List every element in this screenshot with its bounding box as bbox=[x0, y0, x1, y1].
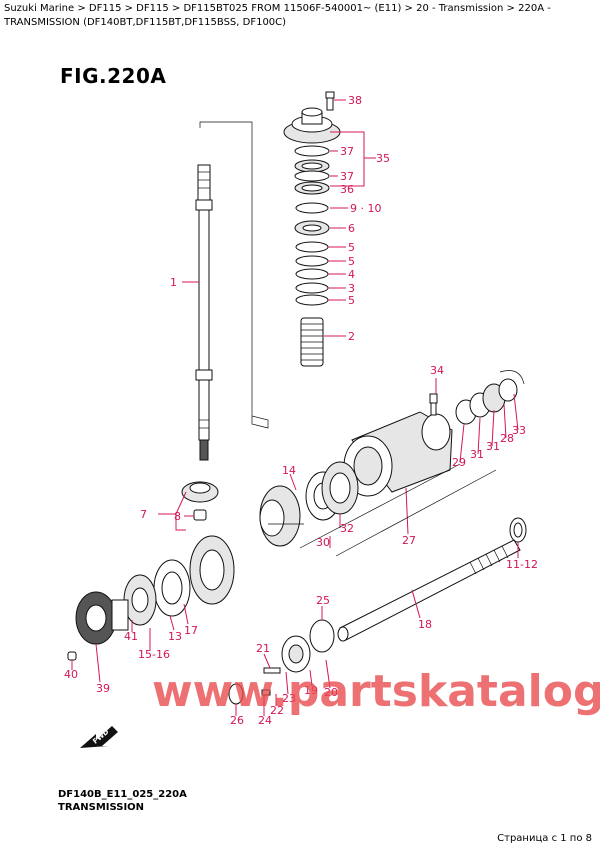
callout-9-10[interactable]: 9 · 10 bbox=[350, 202, 382, 215]
bearing-housing[interactable] bbox=[283, 107, 341, 144]
callout-1[interactable]: 1 bbox=[170, 276, 177, 289]
callout-38[interactable]: 38 bbox=[348, 94, 362, 107]
part-numbers: 38 35 37 37 36 9 · 10 6 5 5 4 3 5 2 1 34… bbox=[64, 94, 538, 727]
callout-18[interactable]: 18 bbox=[418, 618, 432, 631]
drawing-code-number: DF140B_E11_025_220A bbox=[58, 789, 187, 800]
callout-26[interactable]: 26 bbox=[230, 714, 244, 727]
nut-8[interactable] bbox=[193, 509, 207, 521]
callout-36[interactable]: 36 bbox=[340, 183, 354, 196]
callout-7[interactable]: 7 bbox=[140, 508, 147, 521]
callout-35[interactable]: 35 bbox=[376, 152, 390, 165]
fwd-arrow-icon: FWD bbox=[80, 726, 118, 748]
callout-40[interactable]: 40 bbox=[64, 668, 78, 681]
callout-5[interactable]: 5 bbox=[348, 294, 355, 307]
forward-gear-14[interactable] bbox=[259, 485, 301, 547]
callout-25[interactable]: 25 bbox=[316, 594, 330, 607]
callout-leaders bbox=[71, 99, 519, 716]
callout-23[interactable]: 23 bbox=[282, 692, 296, 705]
callout-31[interactable]: 31 bbox=[470, 448, 484, 461]
clutch-21[interactable] bbox=[281, 635, 311, 673]
callout-39[interactable]: 39 bbox=[96, 682, 110, 695]
callout-29[interactable]: 29 bbox=[452, 456, 466, 469]
reverse-gear-bearing[interactable] bbox=[123, 535, 235, 626]
figure-title: FIG.220A bbox=[60, 64, 167, 88]
callout-27[interactable]: 27 bbox=[402, 534, 416, 547]
drawing-code-title: TRANSMISSION bbox=[58, 802, 145, 813]
callout-14[interactable]: 14 bbox=[282, 464, 296, 477]
callout-34[interactable]: 34 bbox=[430, 364, 444, 377]
callout-28[interactable]: 28 bbox=[500, 432, 514, 445]
callout-17[interactable]: 17 bbox=[184, 624, 198, 637]
rear-bearing-stack[interactable] bbox=[455, 370, 525, 425]
top-bolt[interactable] bbox=[325, 91, 335, 111]
callout-11-12[interactable]: 11-12 bbox=[506, 558, 538, 571]
callout-37[interactable]: 37 bbox=[340, 145, 354, 158]
breadcrumb[interactable]: Suzuki Marine > DF115 > DF115 > DF115BT0… bbox=[4, 3, 551, 28]
callout-6[interactable]: 6 bbox=[348, 222, 355, 235]
callout-5[interactable]: 5 bbox=[348, 241, 355, 254]
bolt-34[interactable] bbox=[429, 393, 438, 416]
callout-3[interactable]: 3 bbox=[348, 282, 355, 295]
shim-stack[interactable] bbox=[294, 145, 330, 306]
callout-33[interactable]: 33 bbox=[512, 424, 526, 437]
callout-24[interactable]: 24 bbox=[258, 714, 272, 727]
callout-30[interactable]: 30 bbox=[316, 536, 330, 549]
small-pins[interactable] bbox=[228, 667, 281, 705]
propeller-shaft-18[interactable] bbox=[337, 539, 521, 642]
drawing-code: DF140B_E11_025_220A TRANSMISSION bbox=[58, 788, 187, 814]
callout-22[interactable]: 22 bbox=[270, 704, 284, 717]
needle-bearing-2[interactable] bbox=[300, 317, 324, 367]
plug-40[interactable] bbox=[67, 651, 77, 661]
callout-15-16[interactable]: 15-16 bbox=[138, 648, 170, 661]
callout-8[interactable]: 8 bbox=[174, 510, 181, 523]
ring-25[interactable] bbox=[309, 619, 335, 653]
bearing-15-16[interactable] bbox=[75, 591, 129, 645]
callout-37[interactable]: 37 bbox=[340, 170, 354, 183]
callout-41[interactable]: 41 bbox=[124, 630, 138, 643]
page-indicator: Страница с 1 по 8 bbox=[497, 833, 592, 844]
pinion-gear-7[interactable] bbox=[181, 481, 219, 503]
callout-20[interactable]: 20 bbox=[324, 686, 338, 699]
callout-4[interactable]: 4 bbox=[348, 268, 355, 281]
callout-21[interactable]: 21 bbox=[256, 642, 270, 655]
callout-13[interactable]: 13 bbox=[168, 630, 182, 643]
watermark: www.partskatalog.ru bbox=[152, 666, 600, 717]
callout-5[interactable]: 5 bbox=[348, 255, 355, 268]
callout-32[interactable]: 32 bbox=[340, 522, 354, 535]
bearing-housing-27[interactable] bbox=[343, 411, 453, 497]
callout-19[interactable]: 19 bbox=[304, 684, 318, 697]
seal-11-12[interactable] bbox=[509, 517, 527, 543]
washer-32-and-ring[interactable] bbox=[305, 461, 359, 521]
callout-31[interactable]: 31 bbox=[486, 440, 500, 453]
callout-2[interactable]: 2 bbox=[348, 330, 355, 343]
driveshaft[interactable] bbox=[195, 121, 269, 461]
